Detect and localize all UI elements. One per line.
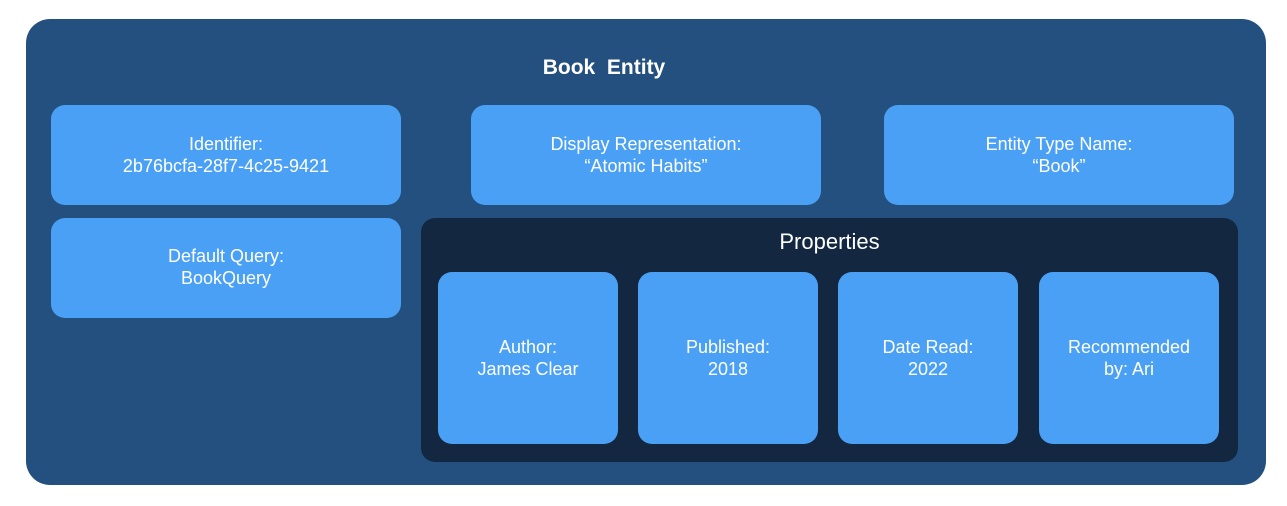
property-value: James Clear <box>477 359 579 379</box>
default-query-box: Default Query: BookQuery <box>51 218 401 318</box>
identifier-label: Identifier: <box>188 134 264 154</box>
property-value: 2022 <box>907 359 949 379</box>
display-representation-label: Display Representation: <box>550 134 742 154</box>
property-label: Published: <box>685 337 771 357</box>
property-value: 2018 <box>707 359 749 379</box>
properties-panel: Properties Author: James Clear Published… <box>421 218 1238 462</box>
display-representation-box: Display Representation: “Atomic Habits” <box>471 105 821 205</box>
display-representation-value: “Atomic Habits” <box>584 156 708 176</box>
properties-title: Properties <box>779 229 880 254</box>
property-published: Published: 2018 <box>638 272 818 444</box>
property-label: Recommended <box>1067 337 1191 357</box>
identifier-value: 2b76bcfa-28f7-4c25-9421 <box>122 156 330 176</box>
default-query-label: Default Query: <box>167 246 285 266</box>
property-recommended-by: Recommended by: Ari <box>1039 272 1219 444</box>
property-value: by: Ari <box>1103 359 1155 379</box>
property-label: Date Read: <box>882 337 974 357</box>
property-label: Author: <box>498 337 558 357</box>
entity-type-name-box: Entity Type Name: “Book” <box>884 105 1234 205</box>
entity-title: Book Entity <box>542 56 666 79</box>
property-date-read: Date Read: 2022 <box>838 272 1018 444</box>
entity-type-name-label: Entity Type Name: <box>985 134 1133 154</box>
property-author: Author: James Clear <box>438 272 618 444</box>
identifier-box: Identifier: 2b76bcfa-28f7-4c25-9421 <box>51 105 401 205</box>
default-query-value: BookQuery <box>180 268 272 288</box>
entity-type-name-value: “Book” <box>1032 156 1086 176</box>
